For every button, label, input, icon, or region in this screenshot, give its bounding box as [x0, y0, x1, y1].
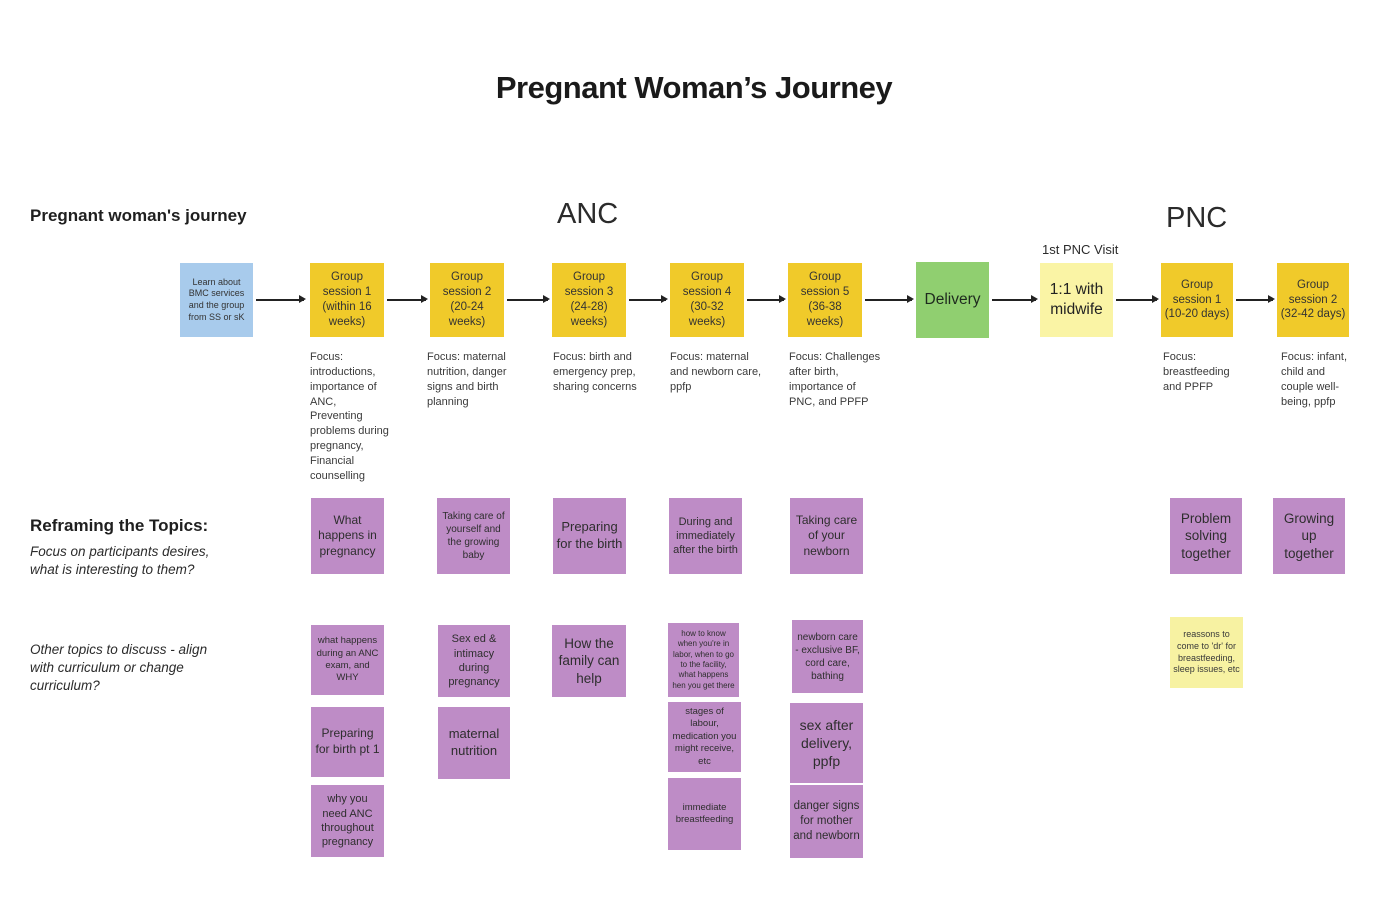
delivery-note[interactable]: Delivery: [916, 262, 989, 338]
reframing-note-3[interactable]: Preparing for the birth: [553, 498, 626, 574]
flow-arrow-8: [1116, 296, 1159, 303]
anc-session-5-focus: Focus: Challenges after birth, importanc…: [789, 351, 881, 408]
anc-session-5-note[interactable]: Group session 5 (36-38 weeks): [788, 263, 862, 337]
first-pnc-visit-label: 1st PNC Visit: [1042, 242, 1119, 257]
other-topics-label: Other topics to discuss - align with cur…: [30, 642, 208, 694]
anc-section-label: ANC: [557, 198, 619, 230]
pnc-session-1-note[interactable]: Group session 1 (10-20 days): [1161, 263, 1233, 337]
reframing-note-6[interactable]: Problem solving together: [1170, 498, 1242, 574]
topic-note-reasons-dr[interactable]: reassons to come to 'dr' for breastfeedi…: [1170, 617, 1243, 688]
topic-note-sex-ed[interactable]: Sex ed & intimacy during pregnancy: [438, 625, 510, 697]
topic-note-preparing-birth-pt1[interactable]: Preparing for birth pt 1: [311, 707, 384, 777]
topic-note-immediate-bf[interactable]: immediate breastfeeding: [668, 778, 741, 850]
topic-note-sex-after-delivery[interactable]: sex after delivery, ppfp: [790, 703, 863, 783]
reframing-note-2[interactable]: Taking care of yourself and the growing …: [437, 498, 510, 574]
flow-arrow-4: [629, 296, 668, 303]
anc-session-1-note[interactable]: Group session 1 (within 16 weeks): [310, 263, 384, 337]
midwife-note[interactable]: 1:1 with midwife: [1040, 263, 1113, 337]
pnc-section-label: PNC: [1166, 202, 1228, 234]
topic-note-maternal-nutrition[interactable]: maternal nutrition: [438, 707, 510, 779]
flow-arrow-1: [256, 296, 306, 303]
reframing-note-4[interactable]: During and immediately after the birth: [669, 498, 742, 574]
topic-note-labor-signs[interactable]: how to know when you're in labor, when t…: [668, 623, 739, 697]
flow-arrow-6: [865, 296, 914, 303]
anc-session-2-focus: Focus: maternal nutrition, danger signs …: [427, 351, 507, 408]
topic-note-newborn-care[interactable]: newborn care - exclusive BF, cord care, …: [792, 620, 863, 693]
anc-session-4-note[interactable]: Group session 4 (30-32 weeks): [670, 263, 744, 337]
anc-session-1-focus: Focus: introductions, importance of ANC,…: [310, 351, 389, 482]
flow-arrow-2: [387, 296, 428, 303]
reframing-note-7[interactable]: Growing up together: [1273, 498, 1345, 574]
reframing-subtitle: Focus on participants desires, what is i…: [30, 544, 210, 578]
topic-note-why-anc[interactable]: why you need ANC throughout pregnancy: [311, 785, 384, 857]
pnc-session-2-note[interactable]: Group session 2 (32-42 days): [1277, 263, 1349, 337]
reframing-note-5[interactable]: Taking care of your newborn: [790, 498, 863, 574]
reframing-note-1[interactable]: What happens in pregnancy: [311, 498, 384, 574]
flow-arrow-5: [747, 296, 786, 303]
flow-arrow-3: [507, 296, 550, 303]
topic-note-danger-signs[interactable]: danger signs for mother and newborn: [790, 785, 863, 858]
flow-arrow-7: [992, 296, 1038, 303]
entry-note[interactable]: Learn about BMC services and the group f…: [180, 263, 253, 337]
pnc-session-1-focus: Focus: breastfeeding and PPFP: [1163, 351, 1230, 393]
anc-session-3-note[interactable]: Group session 3 (24-28) weeks): [552, 263, 626, 337]
anc-session-4-focus: Focus: maternal and newborn care, ppfp: [670, 351, 762, 393]
flow-arrow-9: [1236, 296, 1275, 303]
topic-note-anc-exam[interactable]: what happens during an ANC exam, and WHY: [311, 625, 384, 695]
anc-session-3-focus: Focus: birth and emergency prep, sharing…: [553, 351, 637, 393]
journey-row-label: Pregnant woman's journey: [30, 206, 247, 225]
page-title: Pregnant Woman’s Journey: [495, 70, 893, 105]
anc-session-2-note[interactable]: Group session 2 (20-24 weeks): [430, 263, 504, 337]
topic-note-stages-labour[interactable]: stages of labour, medication you might r…: [668, 702, 741, 772]
topic-note-family-help[interactable]: How the family can help: [552, 625, 626, 697]
pnc-session-2-focus: Focus: infant, child and couple well-bei…: [1281, 351, 1348, 408]
reframing-heading: Reframing the Topics:: [30, 516, 209, 535]
